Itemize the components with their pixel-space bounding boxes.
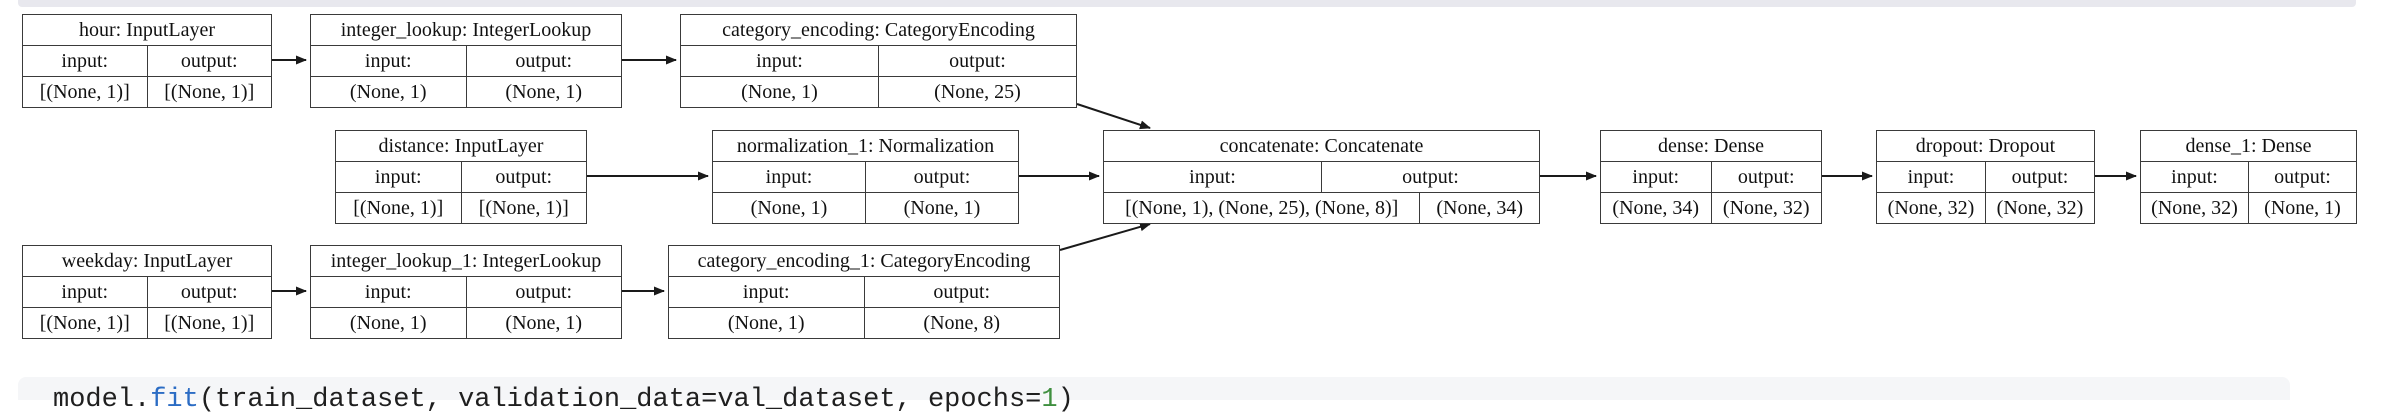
layer-node-category_encoding: category_encoding: CategoryEncoding inpu… bbox=[680, 14, 1077, 108]
output-shape: [(None, 1)] bbox=[146, 77, 272, 107]
input-shape: (None, 34) bbox=[1612, 197, 1700, 219]
input-label: input: bbox=[756, 50, 803, 72]
output-shape: (None, 25) bbox=[878, 77, 1076, 107]
layer-node-integer_lookup_1: integer_lookup_1: IntegerLookup input: o… bbox=[310, 245, 622, 339]
layer-node-dense: dense: Dense input: output: (None, 34) (… bbox=[1600, 130, 1822, 224]
output-label: output: bbox=[465, 46, 622, 76]
output-shape: [(None, 1)] bbox=[146, 308, 272, 338]
input-shape: [(None, 1)] bbox=[39, 81, 130, 103]
output-label: output: bbox=[460, 162, 587, 192]
input-shape: (None, 1) bbox=[349, 81, 427, 103]
input-shape: (None, 32) bbox=[2151, 197, 2238, 219]
input-label: input: bbox=[364, 281, 412, 303]
output-shape: (None, 1) bbox=[465, 77, 622, 107]
layer-title: concatenate: Concatenate bbox=[1104, 131, 1539, 162]
output-shape: [(None, 1)] bbox=[460, 193, 587, 223]
input-shape: (None, 1) bbox=[727, 312, 805, 334]
input-label: input: bbox=[374, 166, 422, 188]
input-shape: (None, 1) bbox=[349, 312, 427, 334]
layer-node-concatenate: concatenate: Concatenate input: output: … bbox=[1103, 130, 1540, 224]
code-object-text: model. bbox=[53, 385, 151, 415]
output-label: output: bbox=[465, 277, 622, 307]
input-label: input: bbox=[1632, 166, 1680, 188]
code-function-name: fit bbox=[150, 385, 199, 415]
input-label: input: bbox=[61, 50, 109, 72]
input-shape: (None, 32) bbox=[1887, 197, 1975, 219]
input-label: input: bbox=[742, 281, 790, 303]
previous-cell-edge bbox=[18, 0, 2356, 7]
layer-title: category_encoding: CategoryEncoding bbox=[681, 15, 1076, 46]
output-label: output: bbox=[878, 46, 1076, 76]
layer-title: integer_lookup: IntegerLookup bbox=[311, 15, 621, 46]
layer-title: dropout: Dropout bbox=[1877, 131, 2094, 162]
output-shape: (None, 32) bbox=[1710, 193, 1822, 223]
layer-node-integer_lookup: integer_lookup: IntegerLookup input: out… bbox=[310, 14, 622, 108]
input-shape: (None, 1) bbox=[741, 81, 818, 103]
layer-node-category_encoding_1: category_encoding_1: CategoryEncoding in… bbox=[668, 245, 1060, 339]
layer-node-weekday: weekday: InputLayer input: output: [(Non… bbox=[22, 245, 272, 339]
code-line[interactable]: model.fit(train_dataset, validation_data… bbox=[53, 384, 1074, 416]
output-shape: (None, 1) bbox=[465, 308, 622, 338]
code-cell[interactable]: model.fit(train_dataset, validation_data… bbox=[18, 377, 2290, 415]
edges-layer bbox=[272, 55, 2137, 296]
input-label: input: bbox=[1907, 166, 1955, 188]
output-shape: (None, 1) bbox=[2248, 193, 2356, 223]
input-label: input: bbox=[364, 50, 412, 72]
input-shape: (None, 1) bbox=[750, 197, 828, 219]
layer-title: normalization_1: Normalization bbox=[713, 131, 1018, 162]
output-label: output: bbox=[1710, 162, 1822, 192]
input-label: input: bbox=[1189, 166, 1236, 188]
layer-title: weekday: InputLayer bbox=[23, 246, 271, 277]
input-shape: [(None, 1)] bbox=[353, 197, 444, 219]
input-shape: [(None, 1)] bbox=[39, 312, 130, 334]
layer-node-normalization_1: normalization_1: Normalization input: ou… bbox=[712, 130, 1019, 224]
layer-node-distance: distance: InputLayer input: output: [(No… bbox=[335, 130, 587, 224]
layer-title: category_encoding_1: CategoryEncoding bbox=[669, 246, 1059, 277]
layer-title: dense_1: Dense bbox=[2141, 131, 2356, 162]
layer-title: hour: InputLayer bbox=[23, 15, 271, 46]
input-label: input: bbox=[61, 281, 109, 303]
code-number-literal: 1 bbox=[1041, 385, 1058, 415]
output-label: output: bbox=[1985, 162, 2094, 192]
input-shape: [(None, 1), (None, 25), (None, 8)] bbox=[1125, 197, 1399, 219]
layer-node-dense_1: dense_1: Dense input: output: (None, 32)… bbox=[2140, 130, 2357, 224]
layer-title: distance: InputLayer bbox=[336, 131, 586, 162]
code-args-text: (train_dataset, validation_data=val_data… bbox=[198, 385, 1042, 415]
output-label: output: bbox=[146, 277, 272, 307]
edge-category_encoding_1-to-concatenate bbox=[1059, 222, 1151, 251]
code-close-paren: ) bbox=[1057, 385, 1074, 415]
layer-title: dense: Dense bbox=[1601, 131, 1821, 162]
output-label: output: bbox=[865, 162, 1018, 192]
output-shape: (None, 32) bbox=[1985, 193, 2094, 223]
output-label: output: bbox=[863, 277, 1060, 307]
edge-category_encoding-to-concatenate bbox=[1076, 103, 1151, 130]
output-shape: (None, 8) bbox=[863, 308, 1060, 338]
layer-node-dropout: dropout: Dropout input: output: (None, 3… bbox=[1876, 130, 2095, 224]
output-label: output: bbox=[1321, 162, 1539, 192]
layer-title: integer_lookup_1: IntegerLookup bbox=[311, 246, 621, 277]
input-label: input: bbox=[2171, 166, 2218, 188]
output-label: output: bbox=[2248, 162, 2356, 192]
output-shape: (None, 34) bbox=[1419, 193, 1539, 223]
output-shape: (None, 1) bbox=[865, 193, 1018, 223]
output-label: output: bbox=[146, 46, 272, 76]
input-label: input: bbox=[765, 166, 813, 188]
model-plot-diagram: hour: InputLayer input: output: [(None, … bbox=[22, 14, 2357, 339]
layer-node-hour: hour: InputLayer input: output: [(None, … bbox=[22, 14, 272, 108]
